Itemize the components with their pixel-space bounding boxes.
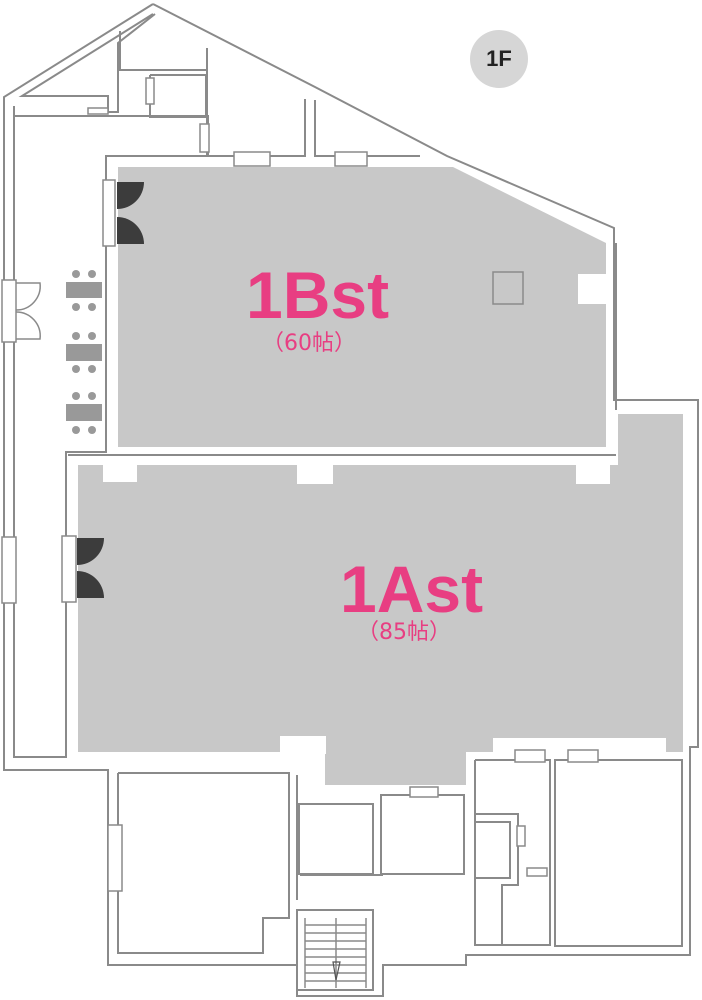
door-1bst [117,182,144,209]
room-1bst-area [118,167,606,447]
lobby-tables [66,270,102,434]
room-1bst-name: 1Bst [246,258,390,332]
room-1bst-size: （60帖） [262,331,356,356]
floor-badge: 1F [470,30,528,88]
room-1ast-area [78,414,683,785]
door-1ast [77,538,104,565]
window-frames [1,77,599,892]
stairs-arrow-icon [332,961,341,981]
wall-notches [103,274,666,754]
floor-label: 1F [486,46,512,71]
room-1ast-size: （85帖） [357,620,451,645]
room-1ast-name: 1Ast [340,552,484,626]
room-doors [77,182,144,598]
stairs [304,918,367,988]
corridor-door [15,282,41,340]
